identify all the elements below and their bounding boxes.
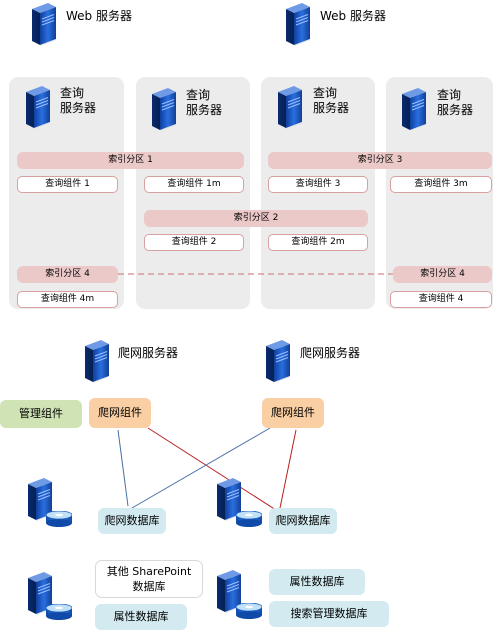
web-server-label: Web 服务器 [66,9,132,23]
server-icon [84,340,110,384]
partition-4-dashed-link [118,273,393,275]
query-component-1: 查询组件 1 [17,176,118,193]
query-component-2: 查询组件 2 [144,234,244,251]
crawl-component: 爬网组件 [262,398,324,428]
server-icon [265,340,291,384]
crawl-database-label: 爬网数据库 [98,508,166,534]
property-database-label: 属性数据库 [95,604,187,630]
index-partition-2: 索引分区 2 [144,210,368,227]
database-icon [236,511,262,528]
crawl-links [117,427,297,511]
database-icon [46,604,72,621]
web-server-label: Web 服务器 [320,9,386,23]
index-partition-3: 索引分区 3 [268,152,492,169]
crawl-component: 爬网组件 [89,398,151,428]
query-component-4: 查询组件 4 [390,291,492,308]
property-database-label: 属性数据库 [269,569,365,595]
admin-component: 管理组件 [0,400,82,428]
other-sharepoint-database: 其他 SharePoint 数据库 [95,560,203,598]
crawl-server-label: 爬网服务器 [118,346,179,360]
query-server-label: 查询 服务器 [437,88,474,117]
search-admin-database-label: 搜索管理数据库 [269,601,389,627]
crawl-server-label: 爬网服务器 [300,346,361,360]
index-partition-4: 索引分区 4 [17,266,118,283]
query-server-label: 查询 服务器 [313,86,350,115]
database-icon [236,603,262,620]
index-partition-1: 索引分区 1 [17,152,244,169]
query-server-label: 查询 服务器 [186,88,223,117]
query-server-label: 查询 服务器 [60,86,97,115]
query-component-1m: 查询组件 1m [144,176,244,193]
index-partition-4: 索引分区 4 [393,266,492,283]
query-component-2m: 查询组件 2m [268,234,368,251]
crawl-database-label: 爬网数据库 [269,508,337,534]
query-component-4m: 查询组件 4m [17,291,118,308]
query-component-3m: 查询组件 3m [390,176,492,193]
query-component-3: 查询组件 3 [268,176,368,193]
database-icon [46,511,72,528]
